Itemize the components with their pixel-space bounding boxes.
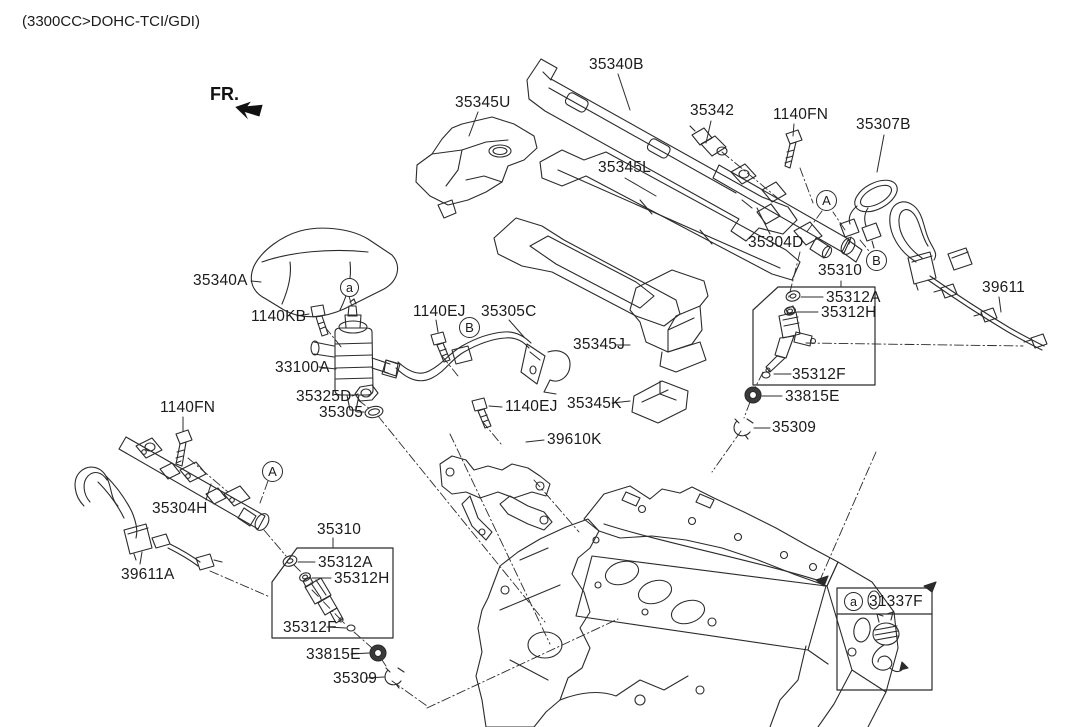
part-label-35345j: 35345J (573, 336, 626, 353)
injector-detail-box-left (271, 547, 394, 639)
part-label-35304d: 35304D (748, 234, 804, 251)
injector-right-detail-drawing (733, 290, 817, 440)
part-label-35309-right: 35309 (772, 419, 817, 436)
engine-assembly-drawing (475, 485, 937, 727)
part-label-33815e-right: 33815E (785, 388, 840, 405)
part-label-35312f-left: 35312F (283, 619, 337, 636)
bolt-1140fn-right-drawing (784, 129, 803, 169)
leader-lines (139, 73, 1002, 679)
part-label-1140ej-upper: 1140EJ (413, 303, 466, 320)
part-label-35307b: 35307B (856, 116, 911, 133)
part-label-35345u: 35345U (455, 94, 511, 111)
clamp-31337f-drawing (871, 611, 909, 673)
injector-left-detail-drawing (282, 555, 405, 689)
part-label-35305c: 35305C (481, 303, 537, 320)
fuel-rail-left-35304h-drawing (118, 436, 270, 531)
part-label-35312h-right: 35312H (821, 304, 877, 321)
part-label-1140ej-lower: 1140EJ (505, 398, 558, 415)
insulator-35340a-drawing (250, 227, 399, 318)
part-label-35312f-right: 35312F (792, 366, 846, 383)
callout-a-pump: a (340, 278, 359, 297)
bolt-1140fn-left-drawing (175, 429, 193, 467)
callout-B-pipe: B (459, 317, 480, 338)
harness-39611-drawing (889, 201, 1048, 351)
construction-lines (187, 151, 1024, 709)
ref-box-31337f (836, 587, 933, 691)
fuel-pipe-35307b-drawing (839, 179, 898, 249)
part-label-35310-right: 35310 (818, 262, 863, 279)
high-pressure-pipe-35305c-drawing (381, 331, 571, 395)
callout-A-left: A (262, 461, 283, 482)
part-label-35340a: 35340A (193, 272, 248, 289)
part-label-1140kb: 1140KB (251, 308, 307, 325)
part-label-1140fn-top: 1140FN (773, 106, 829, 123)
part-label-1140fn-left: 1140FN (160, 399, 216, 416)
callout-A-right: A (816, 190, 837, 211)
part-label-39611a: 39611A (121, 566, 175, 583)
front-indicator-label: FR. (210, 84, 239, 104)
part-label-39610k: 39610K (547, 431, 602, 448)
part-label-35312a-right: 35312A (826, 289, 881, 306)
part-label-35340b: 35340B (589, 56, 644, 73)
insulator-35345k-drawing (631, 380, 689, 424)
part-label-33100a: 33100A (275, 359, 330, 376)
front-direction-arrow-icon (235, 101, 263, 120)
nut-35325d-drawing (354, 384, 379, 402)
injector-detail-box-right (752, 286, 876, 386)
bolt-1140ej-upper-drawing (430, 331, 451, 363)
sensor-35342-drawing (689, 125, 728, 157)
part-label-35312a-left: 35312A (318, 554, 373, 571)
insulator-35345l-drawing (493, 149, 801, 327)
pump-33100a-drawing (310, 298, 399, 411)
part-label-35310-left: 35310 (317, 521, 362, 538)
shield-35340b-drawing (526, 58, 798, 242)
bracket-39610k-drawing (439, 455, 553, 541)
part-label-35345k: 35345K (567, 395, 622, 412)
part-label-35345l: 35345L (598, 159, 651, 176)
part-label-35325d: 35325D (296, 388, 352, 405)
engine-spec-title: (3300CC>DOHC-TCI/GDI) (22, 13, 200, 30)
insulator-35345j-drawing (629, 269, 709, 373)
part-label-35305: 35305 (319, 404, 364, 421)
part-label-35309-left: 35309 (333, 670, 378, 687)
bolt-1140kb-drawing (310, 304, 329, 337)
part-label-39611: 39611 (982, 279, 1025, 296)
part-label-35304h: 35304H (152, 500, 208, 517)
callout-B-right: B (866, 250, 887, 271)
callout-a-refbox: a (844, 592, 863, 611)
harness-39611a-drawing (74, 466, 223, 571)
part-label-31337f: 31337F (869, 593, 923, 610)
oring-35305-drawing (364, 405, 384, 419)
part-label-33815e-left: 33815E (306, 646, 361, 663)
bolt-1140ej-lower-drawing (471, 397, 492, 429)
part-label-35342: 35342 (690, 102, 735, 119)
insulator-35345u-drawing (415, 116, 538, 219)
part-label-35312h-left: 35312H (334, 570, 390, 587)
